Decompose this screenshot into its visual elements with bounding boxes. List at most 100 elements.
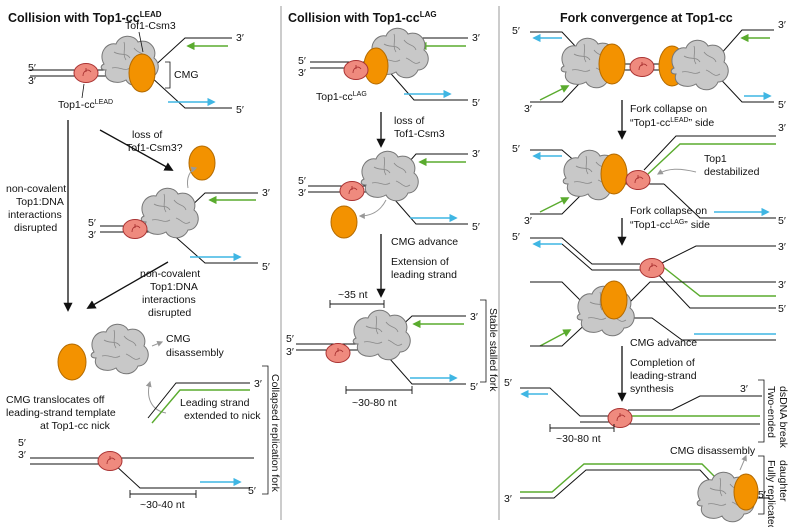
svg-text:leading-strand: leading-strand xyxy=(630,370,697,382)
tof1-csm3-icon xyxy=(188,145,216,181)
fork-lead-1: 5′ 3′ 3′ 5′ Tof1-Csm3 CMG Top1-ccLEAD xyxy=(28,20,244,116)
svg-text:~35 nt: ~35 nt xyxy=(338,289,368,301)
svg-text:Tof1-Csm3: Tof1-Csm3 xyxy=(125,20,176,32)
tof1-csm3-icon xyxy=(600,153,628,195)
top1-cc-icon xyxy=(73,63,99,83)
svg-text:3′: 3′ xyxy=(778,241,786,253)
panel-convergence: Fork convergence at Top1-cc 5′ 3′ 3′ 5′ … xyxy=(504,11,789,527)
svg-text:3′: 3′ xyxy=(18,449,26,461)
top1-cc-icon xyxy=(325,343,351,363)
top1-cc-icon xyxy=(339,181,365,201)
svg-text:~30-80 nt: ~30-80 nt xyxy=(352,397,397,409)
svg-text:loss of: loss of xyxy=(394,115,424,127)
fork-conv-1: 5′ 3′ 3′ 5′ xyxy=(512,19,786,115)
svg-text:Fork collapse on: Fork collapse on xyxy=(630,205,707,217)
svg-text:5′: 5′ xyxy=(758,489,766,501)
svg-text:3′: 3′ xyxy=(472,32,480,44)
cmg-helicase-icon xyxy=(90,323,149,375)
top1-cc-icon xyxy=(97,451,123,471)
tof1-csm3-icon xyxy=(600,280,628,320)
svg-text:5′: 5′ xyxy=(778,303,786,315)
svg-text:Leading strand: Leading strand xyxy=(180,397,250,409)
tof1-csm3-icon xyxy=(733,473,759,511)
cmg-helicase-icon xyxy=(670,39,729,91)
svg-text:Two-ended: Two-ended xyxy=(765,386,777,438)
fork-conv-5: 5′ 3′ ~30-80 nt Two-ended dsDNA break xyxy=(504,377,789,449)
svg-text:CMG disassembly: CMG disassembly xyxy=(670,445,756,457)
svg-text:5′: 5′ xyxy=(472,221,480,233)
svg-text:CMG translocates off: CMG translocates off xyxy=(6,394,105,406)
svg-text:Fork collapse on: Fork collapse on xyxy=(630,103,707,115)
fork-lead-2: 5′ 3′ 3′ 5′ xyxy=(88,145,270,273)
svg-text:5′: 5′ xyxy=(18,437,26,449)
svg-text:interactions: interactions xyxy=(142,294,196,306)
svg-text:Top1:DNA: Top1:DNA xyxy=(16,196,64,208)
svg-text:disassembly: disassembly xyxy=(166,347,225,359)
svg-text:5′: 5′ xyxy=(298,55,306,67)
svg-text:leading-strand template: leading-strand template xyxy=(6,407,116,419)
cmg-helicase-icon xyxy=(360,150,419,202)
fork-conv-3: 5′ 3′ 5′ xyxy=(512,231,786,315)
svg-text:at Top1-cc nick: at Top1-cc nick xyxy=(40,420,111,432)
panel-title-lead: Collision with Top1-ccLEAD xyxy=(8,10,162,25)
tof1-csm3-icon xyxy=(57,343,87,381)
svg-text:non-covalent: non-covalent xyxy=(140,268,200,280)
svg-text:3′: 3′ xyxy=(298,187,306,199)
svg-text:daughter: daughter xyxy=(777,460,789,502)
tof1-csm3-icon xyxy=(598,43,626,85)
svg-text:~30-40 nt: ~30-40 nt xyxy=(140,499,185,511)
fork-lag-2: 5′ 3′ 3′ 5′ xyxy=(298,148,480,239)
svg-text:dsDNA break: dsDNA break xyxy=(777,386,789,449)
fork-lead-3: CMG disassembly 3′ 5′ 3′ 5′ CMG transloc… xyxy=(6,323,281,511)
fork-conv-2: Top1 destabilized 5′ 3′ 3′ 5′ xyxy=(512,122,786,227)
svg-text:Extension of: Extension of xyxy=(391,256,449,268)
step-arrow xyxy=(99,129,174,171)
svg-text:“Top1-ccLEAD” side: “Top1-ccLEAD” side xyxy=(630,117,714,129)
svg-text:Top1-ccLEAD: Top1-ccLEAD xyxy=(58,99,113,111)
svg-text:Completion of: Completion of xyxy=(630,357,695,369)
svg-text:“Top1-ccLAG” side: “Top1-ccLAG” side xyxy=(630,219,710,231)
fork-lag-1: 5′ 3′ 3′ 5′ Top1-ccLAG xyxy=(298,27,480,109)
panel-lag: Collision with Top1-ccLAG 5′ 3′ 3′ 5′ To… xyxy=(286,10,499,409)
svg-text:Tof1-Csm3: Tof1-Csm3 xyxy=(394,128,445,140)
svg-text:3′: 3′ xyxy=(88,229,96,241)
svg-text:3′: 3′ xyxy=(262,187,270,199)
fork-lag-3: ~35 nt 5′ 3′ 3′ 5′ ~30-80 nt Stable stal… xyxy=(286,289,499,409)
svg-text:5′: 5′ xyxy=(88,217,96,229)
svg-text:3′: 3′ xyxy=(778,279,786,291)
svg-text:~30-80 nt: ~30-80 nt xyxy=(556,433,601,445)
svg-text:disrupted: disrupted xyxy=(148,307,191,319)
svg-text:3′: 3′ xyxy=(286,346,294,358)
svg-text:5′: 5′ xyxy=(248,485,256,497)
tof1-csm3-icon xyxy=(330,205,358,239)
svg-text:Tof1-Csm3?: Tof1-Csm3? xyxy=(126,142,183,154)
top1-cc-icon xyxy=(625,170,651,190)
svg-text:Top1: Top1 xyxy=(704,153,727,165)
step-arrow xyxy=(86,261,169,309)
top1-cc-icon xyxy=(607,408,633,428)
fork-conv-6: CMG disassembly 3′ 5′ Fully replicated d… xyxy=(504,445,789,527)
svg-text:extended to nick: extended to nick xyxy=(184,410,261,422)
svg-text:Top1-ccLAG: Top1-ccLAG xyxy=(316,91,367,103)
svg-text:disrupted: disrupted xyxy=(14,222,57,234)
svg-text:Fully replicated: Fully replicated xyxy=(765,460,777,527)
tof1-csm3-icon xyxy=(128,53,156,93)
cmg-helicase-icon xyxy=(352,309,411,361)
svg-text:3′: 3′ xyxy=(28,75,36,87)
svg-text:3′: 3′ xyxy=(472,148,480,160)
svg-text:destabilized: destabilized xyxy=(704,166,760,178)
svg-text:5′: 5′ xyxy=(512,25,520,37)
top1-cc-icon xyxy=(629,57,655,77)
svg-text:5′: 5′ xyxy=(262,261,270,273)
svg-text:5′: 5′ xyxy=(28,62,36,74)
svg-text:3′: 3′ xyxy=(778,122,786,134)
svg-text:3′: 3′ xyxy=(740,383,748,395)
svg-text:3′: 3′ xyxy=(298,67,306,79)
panel-title-convergence: Fork convergence at Top1-cc xyxy=(560,11,733,25)
svg-text:3′: 3′ xyxy=(524,103,532,115)
svg-text:5′: 5′ xyxy=(504,377,512,389)
svg-text:loss of: loss of xyxy=(132,129,162,141)
svg-text:interactions: interactions xyxy=(8,209,62,221)
svg-text:3′: 3′ xyxy=(778,19,786,31)
svg-text:3′: 3′ xyxy=(470,311,478,323)
